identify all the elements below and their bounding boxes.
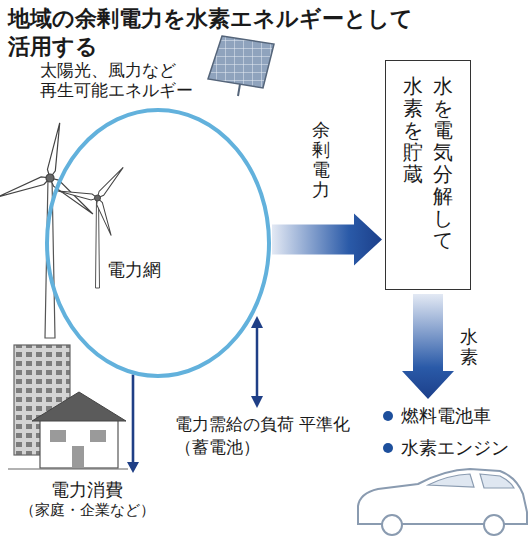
double-arrow [251, 316, 263, 408]
list-row: 水素エンジン [383, 436, 528, 460]
bullet-dot [383, 411, 393, 421]
annotation-label: 電力需給の負荷 平準化（蓄電池） [175, 413, 375, 459]
list-row: 燃料電池車 [383, 404, 528, 428]
list-item: 燃料電池車 [401, 404, 491, 428]
node-label: （家庭・企業など） [8, 501, 166, 521]
fat-arrow [402, 294, 454, 399]
output-list: 燃料電池車水素エンジン [383, 404, 528, 468]
house [8, 392, 128, 469]
fat-arrow [272, 213, 382, 265]
edge-label: 水素 [460, 327, 478, 367]
connector [402, 294, 454, 399]
grid-ellipse: 電力網 [45, 108, 271, 378]
thin-arrow [127, 375, 139, 473]
list-item: 水素エンジン [401, 436, 509, 460]
connector [127, 375, 139, 473]
process-box: 水を電気分解して水素を貯蔵 [385, 60, 471, 290]
node-label: 電力消費 [8, 478, 166, 501]
car [358, 469, 527, 535]
ellipse-outline [45, 108, 271, 378]
consumer-node: 電力消費（家庭・企業など） [8, 478, 166, 521]
annotation-label: 太陽光、風力など 再生可能エネルギー [40, 60, 218, 101]
edge-label: 余剰電力 [312, 120, 330, 199]
vertical-text: 水素を貯蔵 [403, 75, 423, 185]
solar-panel [208, 36, 274, 88]
node-label: 電力網 [107, 258, 161, 282]
ellipse-shape [47, 110, 269, 376]
vertical-text: 水を電気分解して [433, 75, 453, 251]
panel-stand [238, 84, 240, 96]
bullet-dot [383, 443, 393, 453]
connector [272, 213, 382, 265]
title: 地域の余剰電力を水素エネルギーとして 活用する [8, 5, 448, 61]
